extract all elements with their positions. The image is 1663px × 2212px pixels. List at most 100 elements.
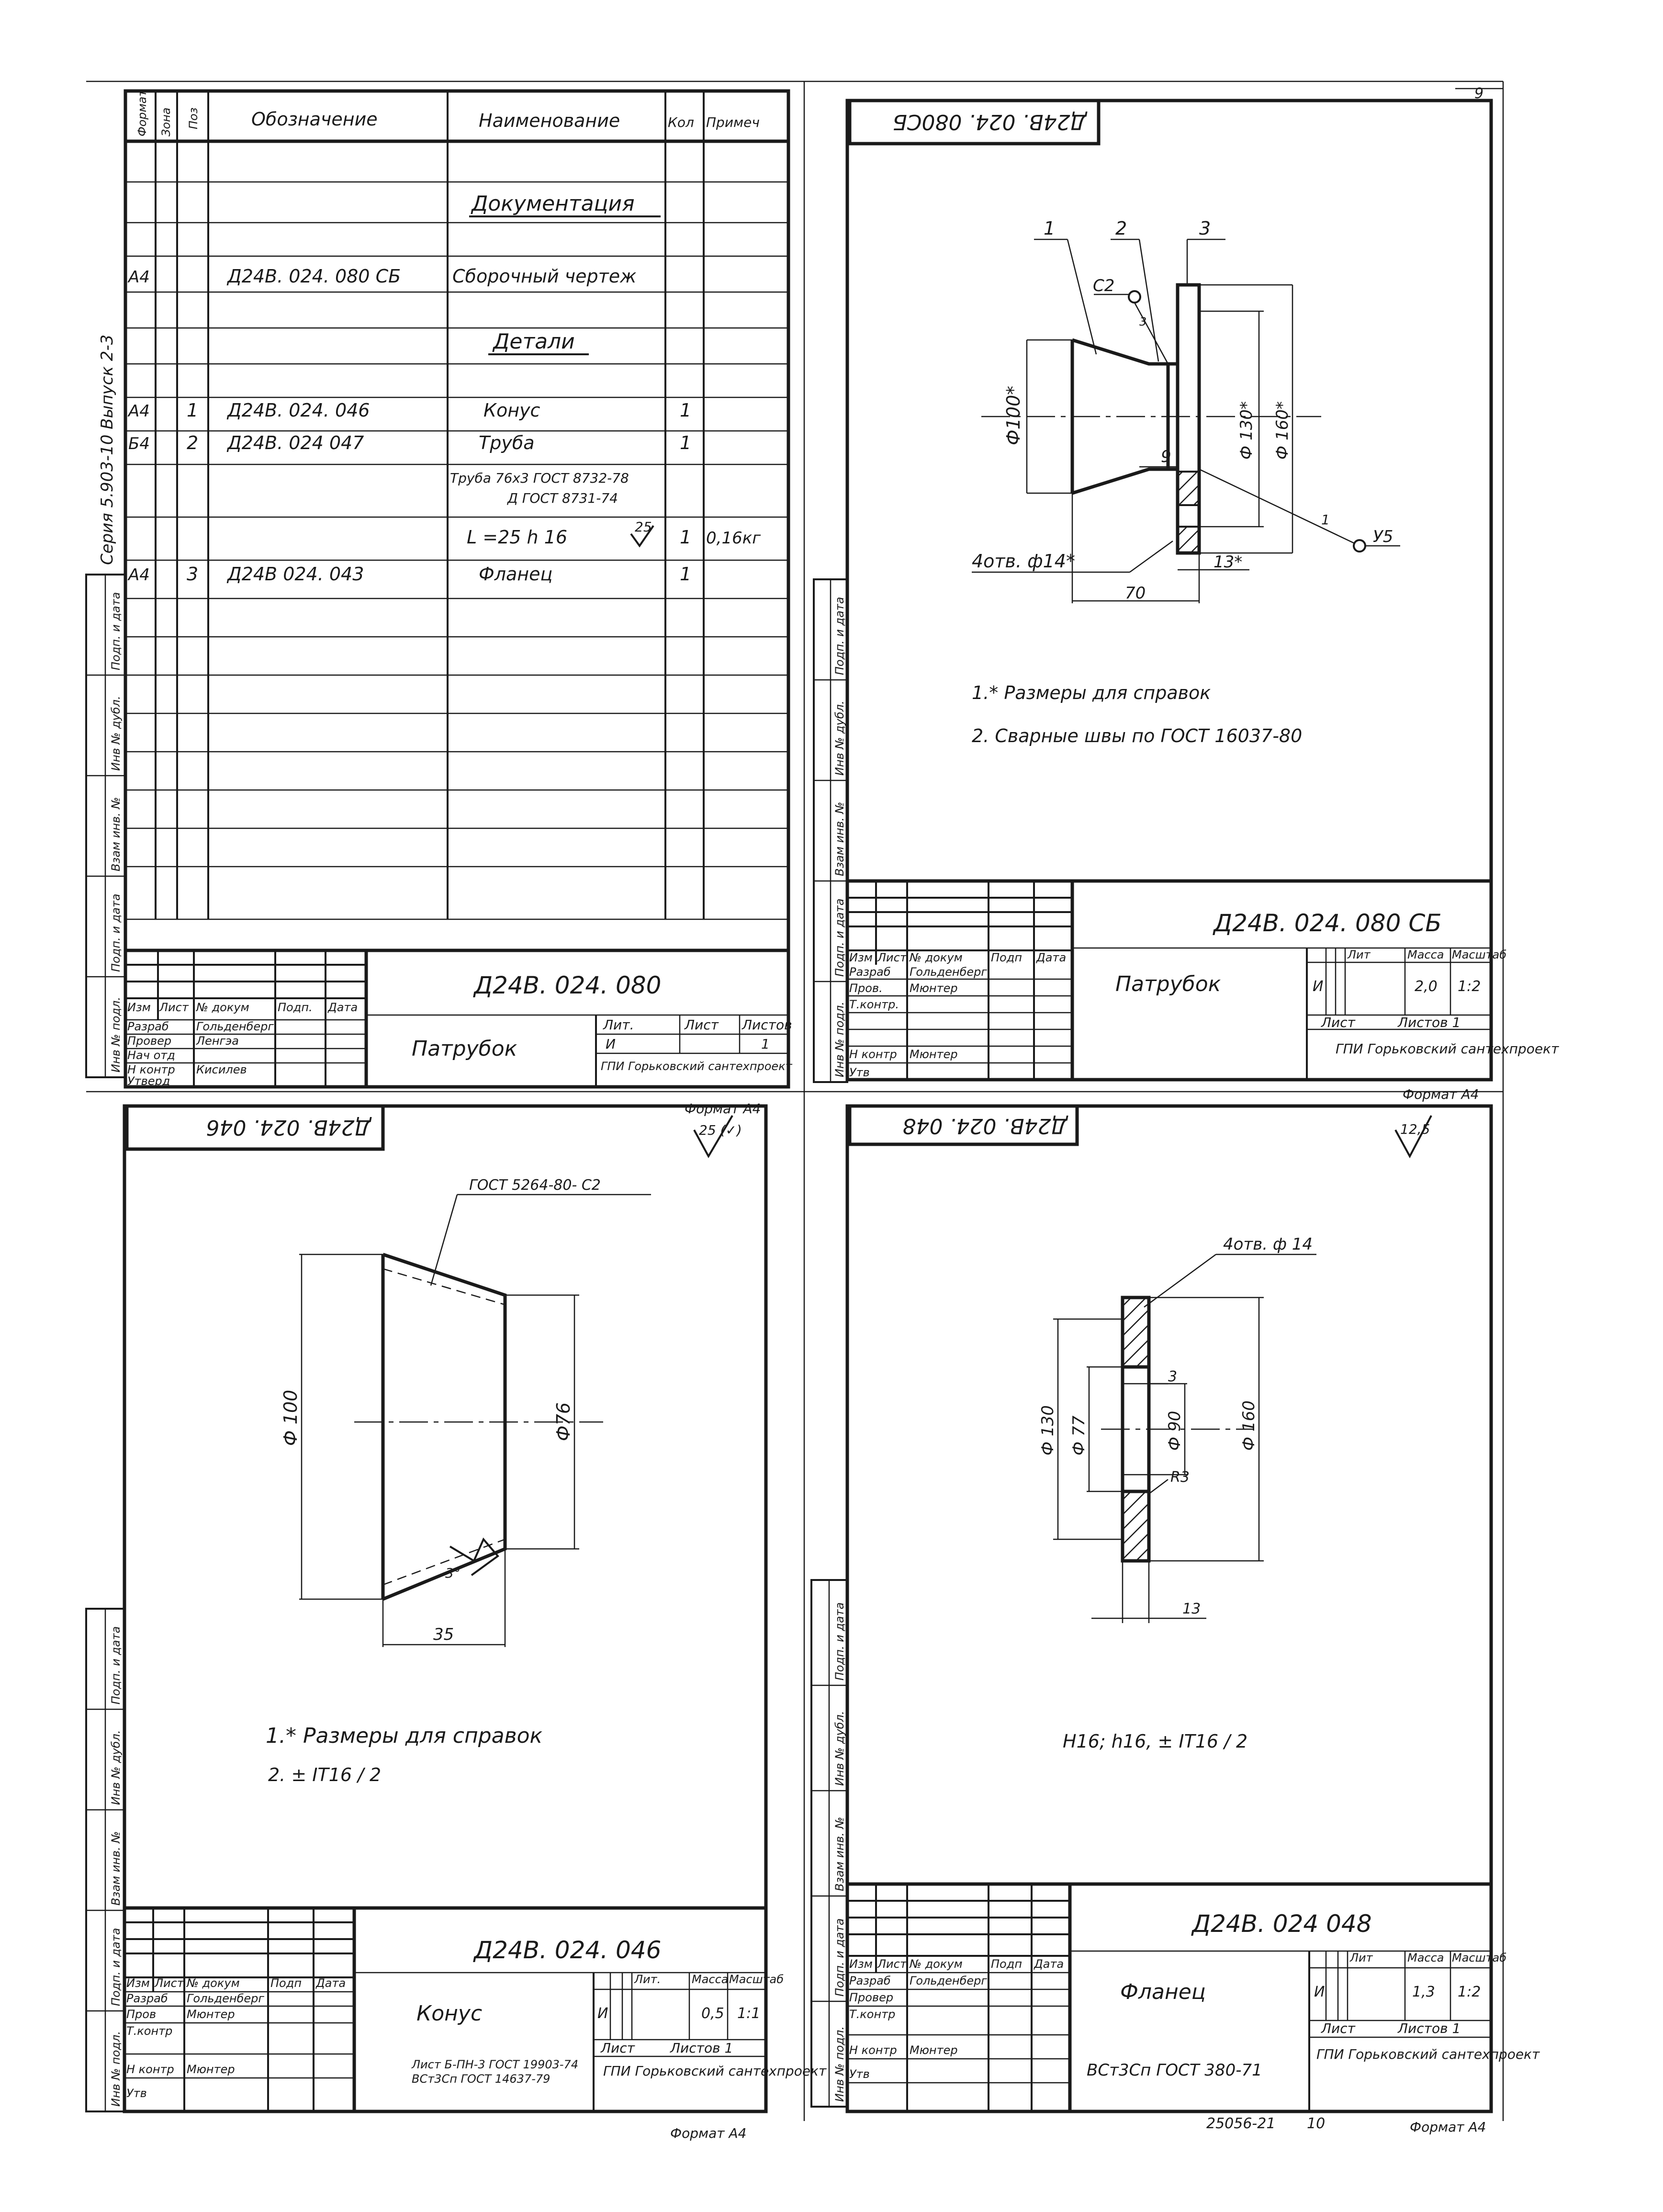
svg-text:И: И bbox=[1314, 1984, 1325, 2000]
spec-row-assembly: А4 Д24В. 024. 080 СБ Сборочный чертеж bbox=[127, 266, 636, 287]
svg-text:Лит: Лит bbox=[1347, 948, 1371, 961]
svg-text:Н контр: Н контр bbox=[849, 2043, 897, 2057]
svg-text:Подп.: Подп. bbox=[278, 1001, 313, 1014]
assembly-dim-thk13: 13* bbox=[1214, 553, 1242, 572]
svg-text:Взам инв. №: Взам инв. № bbox=[833, 802, 846, 876]
svg-text:Лист: Лист bbox=[877, 951, 907, 964]
cone-title-block: Изм Лист № докум Подп Дата Разраб Пров Т… bbox=[124, 1906, 827, 2141]
svg-text:Инв № дубл.: Инв № дубл. bbox=[833, 700, 846, 776]
svg-text:Разраб: Разраб bbox=[849, 965, 891, 979]
svg-text:Мюнтер: Мюнтер bbox=[910, 982, 958, 995]
assembly-dim-d100: Ф100* bbox=[1003, 386, 1024, 445]
assembly-dim-leg9: 9 bbox=[1161, 447, 1171, 466]
spec-title-block: Изм Лист № докум Подп. Дата Разраб Прове… bbox=[125, 948, 793, 1117]
flange-holes: 4отв. ф 14 bbox=[1223, 1235, 1313, 1254]
svg-text:Масса: Масса bbox=[1407, 1951, 1444, 1964]
svg-text:Провер: Провер bbox=[849, 1991, 893, 2004]
assembly-weld-rad1: 1 bbox=[1321, 512, 1330, 528]
svg-text:Н контр: Н контр bbox=[849, 1048, 897, 1061]
flange-material: ВСт3Сп ГОСТ 380-71 bbox=[1087, 2061, 1262, 2080]
cone-dim-len35: 35 bbox=[433, 1625, 454, 1644]
svg-text:1:2: 1:2 bbox=[1458, 978, 1481, 995]
svg-text:1: 1 bbox=[761, 1036, 770, 1052]
svg-text:Разраб: Разраб bbox=[126, 1992, 168, 2005]
cone-sheet: Инв № подл. Подп. и дата Взам инв. № Инв… bbox=[85, 1104, 827, 2141]
page-index: 10 bbox=[1307, 2115, 1325, 2132]
svg-text:Т.контр.: Т.контр. bbox=[849, 998, 899, 1011]
assembly-weld-r3: 3 bbox=[1139, 315, 1146, 328]
svg-text:Дата: Дата bbox=[1036, 951, 1066, 964]
svg-text:2: 2 bbox=[187, 432, 198, 453]
svg-text:Д24В. 024. 080 СБ: Д24В. 024. 080 СБ bbox=[226, 266, 401, 287]
svg-text:Подп. и дата: Подп. и дата bbox=[833, 1919, 846, 1997]
cone-code: Д24В. 024. 046 bbox=[473, 1936, 661, 1964]
svg-text:Подп. и дата: Подп. и дата bbox=[833, 899, 846, 977]
svg-text:ГПИ Горьковский сантехпроект: ГПИ Горьковский сантехпроект bbox=[603, 2063, 827, 2079]
assembly-callout-3: 3 bbox=[1199, 218, 1211, 239]
svg-text:№ докум: № докум bbox=[195, 1001, 249, 1014]
svg-text:И: И bbox=[1313, 978, 1323, 995]
svg-text:Лист: Лист bbox=[159, 1001, 189, 1014]
cone-note-1: 1.* Размеры для справок bbox=[266, 1724, 542, 1748]
spec-format: Формат А4 bbox=[685, 1101, 761, 1117]
spec-header-designation: Обозначение bbox=[251, 109, 378, 130]
cone-dim-d76: Ф76 bbox=[553, 1402, 574, 1441]
svg-text:1: 1 bbox=[680, 432, 691, 453]
svg-text:Кисилев: Кисилев bbox=[196, 1063, 247, 1076]
svg-text:Т.контр: Т.контр bbox=[126, 2024, 172, 2038]
flange-dim-d130: Ф 130 bbox=[1038, 1405, 1057, 1456]
svg-text:Взам инв. №: Взам инв. № bbox=[833, 1817, 846, 1891]
spec-header-pos: Поз bbox=[187, 108, 200, 130]
svg-text:Сборочный чертеж: Сборочный чертеж bbox=[452, 266, 636, 287]
flange-sheet: Инв № подл. Подп. и дата Взам инв. № Инв… bbox=[810, 1104, 1540, 2135]
svg-text:Подп: Подп bbox=[991, 1957, 1022, 1971]
svg-text:Подп. и дата: Подп. и дата bbox=[833, 597, 846, 676]
svg-text:Т.контр: Т.контр bbox=[849, 2008, 895, 2021]
series-label-group: Серия 5.903-10 Выпуск 2-3 Инв № подл. По… bbox=[85, 335, 126, 1078]
svg-text:1:1: 1:1 bbox=[737, 2005, 760, 2022]
svg-text:Д24В. 024. 046: Д24В. 024. 046 bbox=[226, 400, 370, 421]
svg-text:Д ГОСТ 8731-74: Д ГОСТ 8731-74 bbox=[506, 490, 618, 506]
assembly-title: Патрубок bbox=[1115, 972, 1221, 996]
assembly-stamp-code: Д24В. 024. 080СБ bbox=[893, 110, 1088, 134]
svg-text:Подп. и дата: Подп. и дата bbox=[833, 1603, 846, 1681]
assembly-dim-holes: 4отв. ф14* bbox=[972, 551, 1075, 572]
svg-text:Труба: Труба bbox=[479, 432, 535, 453]
svg-text:Инв № подл.: Инв № подл. bbox=[833, 2026, 846, 2102]
series-label: Серия 5.903-10 Выпуск 2-3 bbox=[98, 335, 117, 565]
svg-text:Листов 1: Листов 1 bbox=[670, 2040, 733, 2056]
assembly-weld-y5: У5 bbox=[1373, 527, 1393, 546]
side-stamp-3: Взам инв. № bbox=[109, 797, 123, 871]
assembly-weld-c2: С2 bbox=[1093, 276, 1114, 295]
side-stamp-4: Инв № дубл. bbox=[109, 696, 123, 771]
flange-title-block: Изм Лист № докум Подп Дата Разраб Провер… bbox=[847, 1882, 1540, 2135]
svg-text:Б4: Б4 bbox=[128, 434, 150, 453]
svg-text:Провер: Провер bbox=[127, 1034, 171, 1048]
svg-text:Лист: Лист bbox=[1321, 2020, 1356, 2036]
cone-stamp-code: Д24В. 024. 046 bbox=[206, 1115, 372, 1140]
svg-text:Изм: Изм bbox=[127, 1001, 151, 1014]
spec-row-pipe-length: L =25 h 16 25 1 0,16кг bbox=[467, 519, 761, 548]
svg-text:1: 1 bbox=[680, 564, 691, 585]
svg-text:Масштаб: Масштаб bbox=[1452, 1951, 1506, 1964]
svg-text:Нач отд: Нач отд bbox=[127, 1049, 175, 1062]
cone-standard: ГОСТ 5264-80- С2 bbox=[469, 1177, 601, 1194]
svg-text:Мюнтер: Мюнтер bbox=[910, 2043, 958, 2057]
svg-text:Масса: Масса bbox=[692, 1973, 729, 1986]
svg-text:Лист: Лист bbox=[877, 1957, 907, 1971]
svg-text:Гольденберг: Гольденберг bbox=[910, 1974, 987, 1987]
svg-text:№ докум: № докум bbox=[186, 1976, 240, 1990]
assembly-drawing: Ф100* Ф 130* Ф 160* 70 13* 4отв. ф14* 1 … bbox=[972, 218, 1400, 603]
svg-text:Изм: Изм bbox=[849, 1957, 873, 1971]
svg-text:Лист: Лист bbox=[684, 1017, 719, 1033]
svg-text:И: И bbox=[597, 2005, 608, 2022]
svg-text:Мюнтер: Мюнтер bbox=[187, 2063, 235, 2076]
svg-text:Лист: Лист bbox=[154, 1976, 184, 1990]
svg-text:Инв № подл.: Инв № подл. bbox=[833, 1002, 846, 1077]
svg-text:2,0: 2,0 bbox=[1415, 978, 1438, 995]
svg-text:Дата: Дата bbox=[315, 1976, 346, 1990]
svg-text:Лит: Лит bbox=[1349, 1951, 1373, 1964]
flange-code: Д24В. 024 048 bbox=[1191, 1910, 1372, 1938]
svg-text:А4: А4 bbox=[127, 268, 150, 287]
svg-text:Подп. и дата: Подп. и дата bbox=[109, 1626, 123, 1705]
